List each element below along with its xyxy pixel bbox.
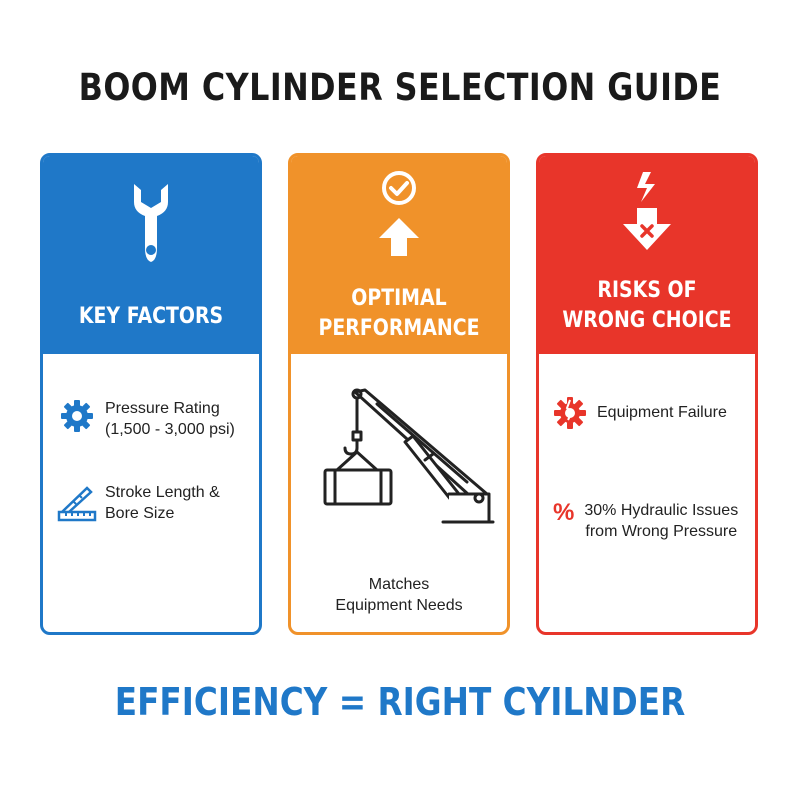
optimal-performance-header: OPTIMAL PERFORMANCE [291, 156, 507, 354]
optimal-performance-title-line1: OPTIMAL [351, 286, 447, 311]
optimal-performance-title: OPTIMAL PERFORMANCE [306, 284, 492, 344]
key-factors-title: KEY FACTORS [78, 304, 224, 329]
crane-caption-line1: Matches [368, 576, 430, 593]
gear-icon [59, 398, 95, 439]
crane-caption: Matches Equipment Needs [291, 574, 507, 616]
equipment-failure-label: Equipment Failure [597, 404, 727, 421]
percent-icon: % [553, 499, 575, 526]
pressure-rating-range: (1,500 - 3,000 psi) [105, 421, 235, 438]
wrench-icon [43, 178, 259, 273]
risks-title-line1: RISKS OF [597, 278, 697, 303]
footer-equation: EFFICIENCY = RIGHT CYILNDER [114, 680, 686, 724]
hydraulic-issues-line1: 30% Hydraulic Issues [584, 502, 739, 519]
key-factors-card: KEY FACTORS Pressure Rating [40, 153, 262, 635]
stroke-length-text: Stroke Length & Bore Size [105, 482, 220, 524]
key-factors-header: KEY FACTORS [43, 156, 259, 354]
broken-gear-icon [553, 396, 587, 435]
hydraulic-issues-item: % 30% Hydraulic Issues from Wrong Pressu… [553, 500, 738, 542]
equipment-failure-item: Equipment Failure [553, 396, 727, 435]
pressure-rating-label: Pressure Rating [105, 400, 220, 417]
risks-title: RISKS OF WRONG CHOICE [554, 276, 740, 336]
hydraulic-issues-text: 30% Hydraulic Issues from Wrong Pressure [584, 500, 738, 542]
optimal-performance-card: OPTIMAL PERFORMANCE [288, 153, 510, 635]
ruler-icon [57, 484, 97, 527]
risks-title-line2: WRONG CHOICE [562, 308, 732, 333]
risks-card: RISKS OF WRONG CHOICE [536, 153, 758, 635]
risks-header: RISKS OF WRONG CHOICE [539, 156, 755, 354]
pressure-rating-item: Pressure Rating (1,500 - 3,000 psi) [59, 398, 235, 440]
check-arrow-up-icon [291, 168, 507, 265]
lightning-arrow-down-icon [539, 168, 755, 259]
optimal-performance-title-line2: PERFORMANCE [318, 316, 480, 341]
stroke-length-item: Stroke Length & Bore Size [57, 482, 220, 527]
pressure-rating-text: Pressure Rating (1,500 - 3,000 psi) [105, 398, 235, 440]
crane-caption-line2: Equipment Needs [335, 597, 463, 614]
stroke-length-label: Stroke Length & [105, 484, 220, 501]
hydraulic-issues-line2: from Wrong Pressure [585, 523, 738, 540]
page-title: BOOM CYLINDER SELECTION GUIDE [78, 66, 722, 109]
crane-lifting-load-icon [317, 382, 497, 537]
bore-size-label: Bore Size [105, 505, 175, 522]
